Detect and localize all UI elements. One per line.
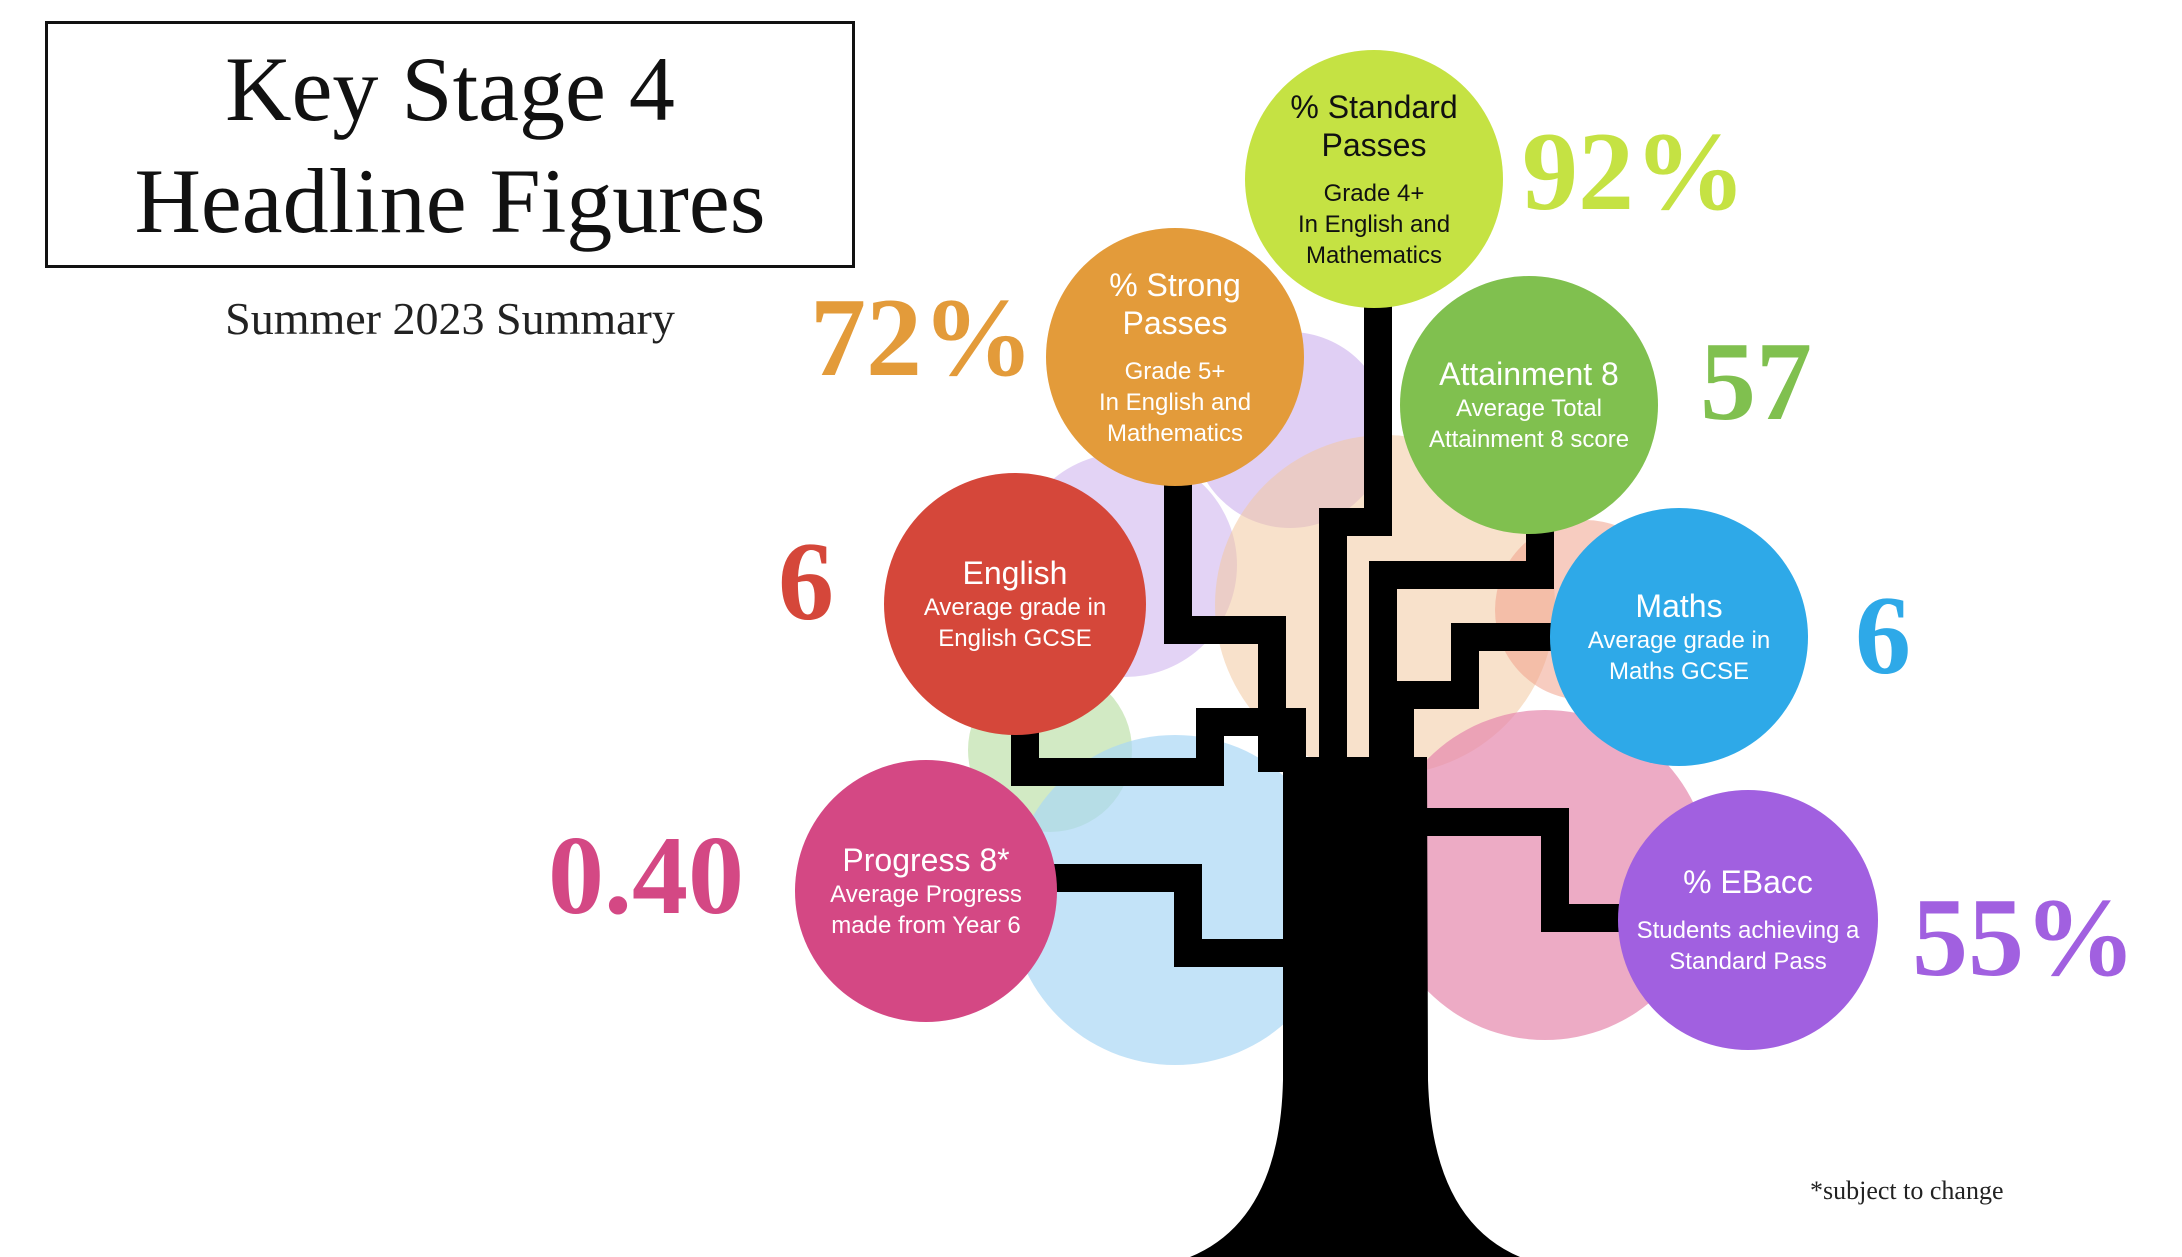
node-maths: Maths Average grade in Maths GCSE (1550, 508, 1808, 766)
node-strong-sub2: In English and (1098, 388, 1252, 416)
node-english-sub2: English GCSE (938, 625, 1092, 652)
node-maths-sub1: Average grade in (1587, 627, 1771, 654)
branch-progress (1050, 864, 1300, 967)
branch-attainment (1369, 522, 1554, 772)
node-attainment-8: Attainment 8 Average Total Attainment 8 … (1400, 276, 1658, 534)
branch-strong (1164, 475, 1286, 772)
node-maths-head: Maths (1635, 588, 1723, 624)
node-standard-sub1: Grade 4+ (1323, 179, 1425, 207)
node-english: English Average grade in English GCSE (884, 473, 1146, 735)
node-standard-passes: % Standard Passes Grade 4+ In English an… (1245, 50, 1503, 308)
value-progress-8: 0.40 (548, 814, 744, 938)
value-ebacc: 55% (1912, 876, 2136, 1000)
node-standard-sub3: Mathematics (1305, 241, 1443, 269)
node-ebacc-sub1: Students achieving a (1636, 917, 1860, 944)
value-strong-passes: 72% (810, 276, 1034, 400)
node-progress-sub1: Average Progress (830, 881, 1022, 908)
value-english: 6 (778, 520, 834, 644)
tree-trunk (1190, 757, 1520, 1257)
node-ebacc-sub2: Standard Pass (1669, 948, 1827, 975)
node-standard-head2: Passes (1321, 126, 1427, 163)
title-line-1: Key Stage 4 (225, 37, 675, 140)
node-maths-sub2: Maths GCSE (1608, 658, 1750, 685)
node-progress-head: Progress 8* (842, 842, 1010, 878)
node-standard-head1: % Standard (1290, 88, 1458, 125)
node-english-head: English (962, 555, 1068, 591)
node-ebacc: % EBacc Students achieving a Standard Pa… (1618, 790, 1878, 1050)
node-english-sub1: Average grade in (923, 594, 1107, 621)
node-strong-head2: Passes (1122, 304, 1228, 341)
tree-branches (1011, 300, 1640, 967)
node-strong-passes: % Strong Passes Grade 5+ In English and … (1046, 228, 1304, 486)
value-standard-passes: 92% (1522, 110, 1746, 234)
title-line-2: Headline Figures (134, 149, 766, 252)
node-progress-sub2: made from Year 6 (831, 912, 1021, 939)
branch-english (1011, 708, 1306, 786)
node-strong-head1: % Strong (1109, 266, 1241, 303)
node-strong-sub1: Grade 5+ (1124, 357, 1226, 385)
node-progress-8: Progress 8* Average Progress made from Y… (795, 760, 1057, 1022)
node-attainment-sub1: Average Total (1456, 395, 1602, 422)
subtitle: Summer 2023 Summary (225, 293, 675, 344)
title-box: Key Stage 4 Headline Figures (45, 21, 855, 268)
branch-standard (1319, 300, 1392, 772)
value-attainment-8: 57 (1700, 320, 1812, 444)
node-ebacc-head: % EBacc (1683, 864, 1813, 900)
value-maths: 6 (1855, 574, 1911, 698)
branch-maths (1386, 623, 1555, 772)
node-strong-sub3: Mathematics (1106, 419, 1244, 447)
node-standard-sub2: In English and (1297, 210, 1451, 238)
node-attainment-sub2: Attainment 8 score (1428, 426, 1630, 453)
branch-ebacc (1420, 808, 1640, 932)
footnote: *subject to change (1810, 1176, 2004, 1205)
node-attainment-head: Attainment 8 (1439, 356, 1619, 392)
